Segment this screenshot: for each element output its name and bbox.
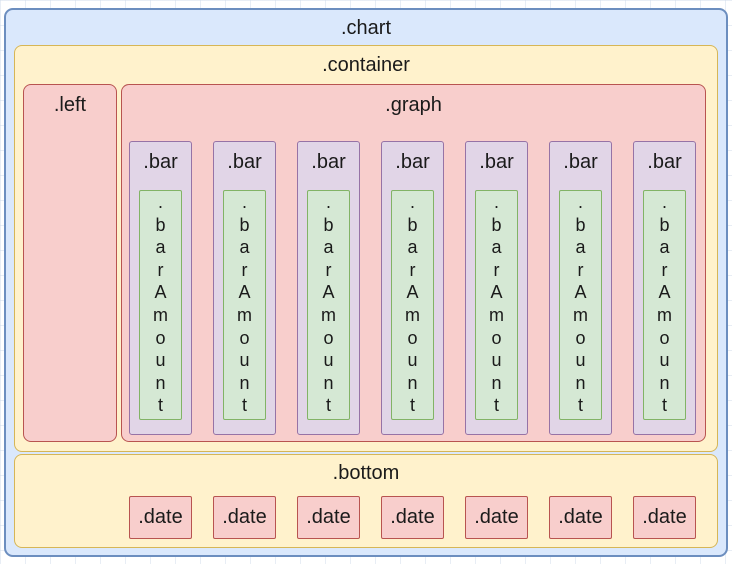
bar-amount-box: . b a r A m o u n t [139, 190, 182, 420]
bar-amount-label: . b a r A m o u n t [321, 192, 336, 416]
bar-amount-label: . b a r A m o u n t [573, 192, 588, 416]
bar-amount-box: . b a r A m o u n t [559, 190, 602, 420]
bar-amount-box: . b a r A m o u n t [307, 190, 350, 420]
bar-label: .bar [143, 151, 178, 173]
bar-amount-label: . b a r A m o u n t [237, 192, 252, 416]
container-label: .container [322, 54, 410, 76]
bar-label: .bar [647, 151, 682, 173]
bar-amount-label: . b a r A m o u n t [405, 192, 420, 416]
bar-box: .bar . b a r A m o u n t [381, 141, 444, 435]
chart-label: .chart [340, 17, 392, 39]
bar-box: .bar . b a r A m o u n t [549, 141, 612, 435]
bar-box: .bar . b a r A m o u n t [129, 141, 192, 435]
bar-label: .bar [311, 151, 346, 173]
bar-box: .bar . b a r A m o u n t [633, 141, 696, 435]
date-box: .date [297, 496, 360, 539]
bar-amount-label: . b a r A m o u n t [489, 192, 504, 416]
dates-row: .date .date .date .date .date .date .dat… [129, 496, 696, 539]
graph-label: .graph [385, 94, 442, 116]
graph-box: .graph .bar . b a r A m o u n t .bar . b… [121, 84, 706, 442]
bar-label: .bar [479, 151, 514, 173]
date-box: .date [633, 496, 696, 539]
bottom-box: .bottom .date .date .date .date .date .d… [14, 454, 718, 548]
bottom-label: .bottom [332, 462, 400, 484]
chart-box: .chart .container .left .graph .bar . b … [4, 8, 728, 557]
bar-amount-label: . b a r A m o u n t [153, 192, 168, 416]
bar-amount-label: . b a r A m o u n t [657, 192, 672, 416]
date-box: .date [129, 496, 192, 539]
left-box: .left [23, 84, 117, 442]
bar-label: .bar [227, 151, 262, 173]
bar-amount-box: . b a r A m o u n t [643, 190, 686, 420]
bar-box: .bar . b a r A m o u n t [297, 141, 360, 435]
date-box: .date [381, 496, 444, 539]
date-box: .date [549, 496, 612, 539]
date-box: .date [465, 496, 528, 539]
bar-label: .bar [395, 151, 430, 173]
left-label: .left [53, 94, 87, 116]
bars-row: .bar . b a r A m o u n t .bar . b a r A … [129, 141, 696, 435]
bar-amount-box: . b a r A m o u n t [391, 190, 434, 420]
date-box: .date [213, 496, 276, 539]
bar-label: .bar [563, 151, 598, 173]
bar-amount-box: . b a r A m o u n t [475, 190, 518, 420]
bar-amount-box: . b a r A m o u n t [223, 190, 266, 420]
bar-box: .bar . b a r A m o u n t [465, 141, 528, 435]
container-box: .container .left .graph .bar . b a r A m… [14, 45, 718, 452]
bar-box: .bar . b a r A m o u n t [213, 141, 276, 435]
